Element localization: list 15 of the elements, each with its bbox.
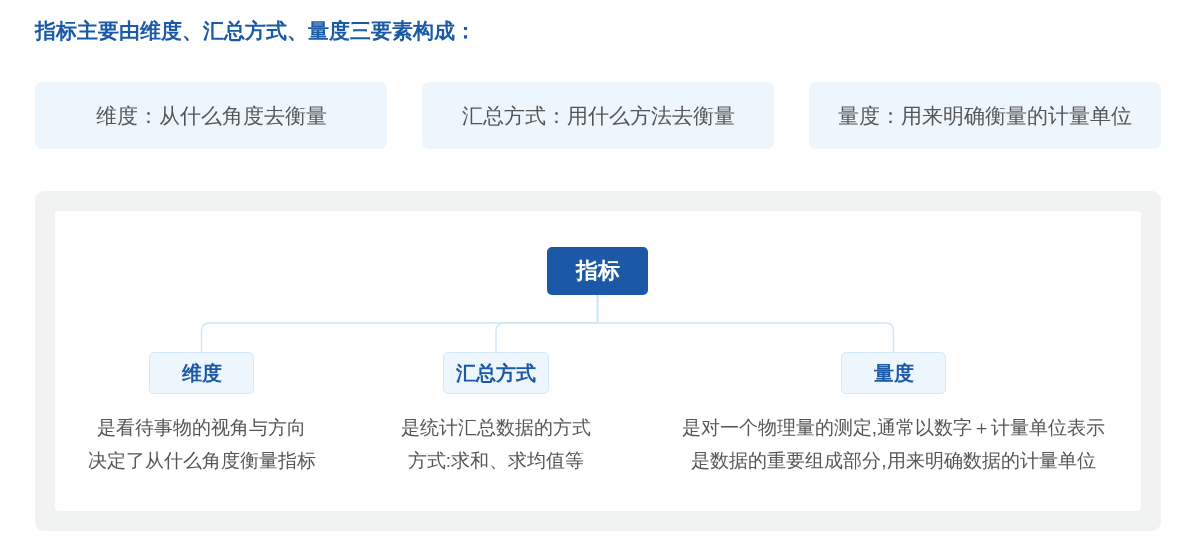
description-text: 是统计汇总数据的方式 [401, 416, 591, 440]
category-box: 量度 [841, 352, 946, 394]
definition-box: 汇总方式：用什么方法去衡量 [422, 82, 774, 149]
topic-box: 指标 [547, 247, 648, 295]
connector-line [596, 294, 895, 353]
category-box: 汇总方式 [443, 352, 549, 394]
description-text: 是数据的重要组成部分,用来明确数据的计量单位 [691, 449, 1096, 473]
description-text: 决定了从什么角度衡量指标 [87, 449, 316, 473]
heading: 指标主要由维度、汇总方式、量度三要素构成： [35, 18, 476, 44]
definition-box: 维度：从什么角度去衡量 [35, 82, 387, 149]
description-text: 方式:求和、求均值等 [407, 449, 585, 473]
description-text: 是对一个物理量的测定,通常以数字＋计量单位表示 [681, 416, 1106, 440]
category-box: 维度 [149, 352, 254, 394]
description-text: 是看待事物的视角与方向 [97, 416, 306, 440]
definition-box: 量度：用来明确衡量的计量单位 [809, 82, 1161, 149]
